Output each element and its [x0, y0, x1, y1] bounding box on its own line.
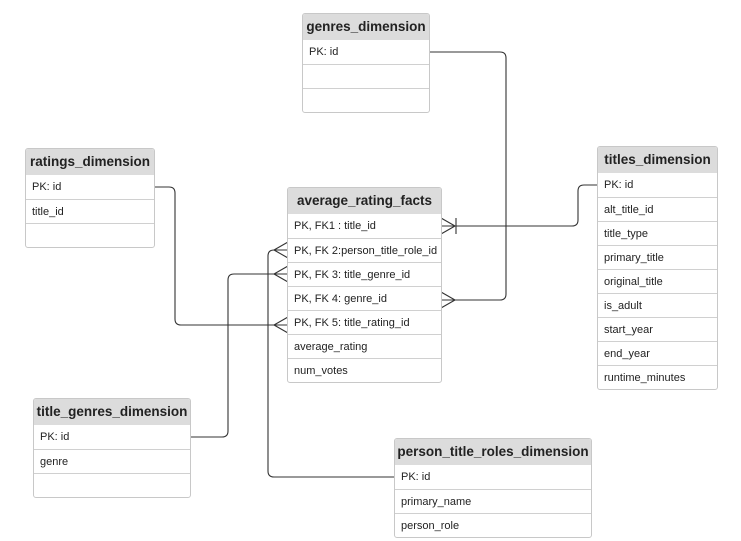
entity-field: PK, FK 5: title_rating_id — [288, 310, 441, 334]
entity-field: runtime_minutes — [598, 365, 717, 389]
entity-field: is_adult — [598, 293, 717, 317]
entity-field: alt_title_id — [598, 197, 717, 221]
entity-field: num_votes — [288, 358, 441, 382]
connector-title-genres-to-facts — [191, 273, 288, 438]
entity-field — [303, 64, 429, 88]
entity-field — [303, 88, 429, 112]
entity-title-genres-dimension[interactable]: title_genres_dimension PK: id genre — [33, 398, 191, 498]
entity-field: genre — [34, 449, 190, 473]
entity-genres-dimension[interactable]: genres_dimension PK: id — [302, 13, 430, 113]
entity-title-genres-dimension-title: title_genres_dimension — [34, 399, 190, 425]
entity-field: primary_title — [598, 245, 717, 269]
entity-average-rating-facts-title: average_rating_facts — [288, 188, 441, 214]
entity-field: PK, FK 4: genre_id — [288, 286, 441, 310]
crowfoot-title-id — [440, 217, 457, 235]
entity-field: average_rating — [288, 334, 441, 358]
entity-field: primary_name — [395, 489, 591, 513]
entity-field: PK, FK 3: title_genre_id — [288, 262, 441, 286]
entity-field: PK: id — [309, 46, 339, 58]
crowfoot-title-rating-id — [273, 316, 289, 334]
entity-average-rating-facts[interactable]: average_rating_facts PK, FK1 : title_id … — [287, 187, 442, 383]
connector-person-roles-to-facts — [267, 249, 394, 478]
entity-field: title_id — [26, 199, 154, 223]
entity-field: PK: id — [40, 431, 70, 443]
connector-titles-to-facts — [441, 184, 598, 227]
entity-field: PK: id — [32, 181, 62, 193]
connector-ratings-to-facts — [155, 186, 288, 326]
entity-genres-dimension-title: genres_dimension — [303, 14, 429, 40]
entity-field: start_year — [598, 317, 717, 341]
entity-field: PK: id — [401, 471, 431, 483]
entity-ratings-dimension[interactable]: ratings_dimension PK: id title_id — [25, 148, 155, 248]
crowfoot-genre-id — [440, 291, 456, 309]
entity-titles-dimension-title: titles_dimension — [598, 147, 717, 173]
connector-genres-to-facts — [430, 51, 507, 301]
crowfoot-person-title-role-id — [273, 241, 289, 259]
entity-field: original_title — [598, 269, 717, 293]
entity-field — [34, 473, 190, 497]
entity-field: title_type — [598, 221, 717, 245]
entity-field: end_year — [598, 341, 717, 365]
entity-field: person_role — [395, 513, 591, 537]
entity-field: PK, FK1 : title_id — [294, 220, 376, 232]
entity-titles-dimension[interactable]: titles_dimension PK: id alt_title_id tit… — [597, 146, 718, 390]
entity-field — [26, 223, 154, 247]
entity-person-title-roles-dimension[interactable]: person_title_roles_dimension PK: id prim… — [394, 438, 592, 538]
crowfoot-title-genre-id — [273, 265, 289, 283]
entity-ratings-dimension-title: ratings_dimension — [26, 149, 154, 175]
entity-field: PK: id — [604, 179, 634, 191]
entity-person-title-roles-dimension-title: person_title_roles_dimension — [395, 439, 591, 465]
entity-field: PK, FK 2:person_title_role_id — [288, 238, 441, 262]
